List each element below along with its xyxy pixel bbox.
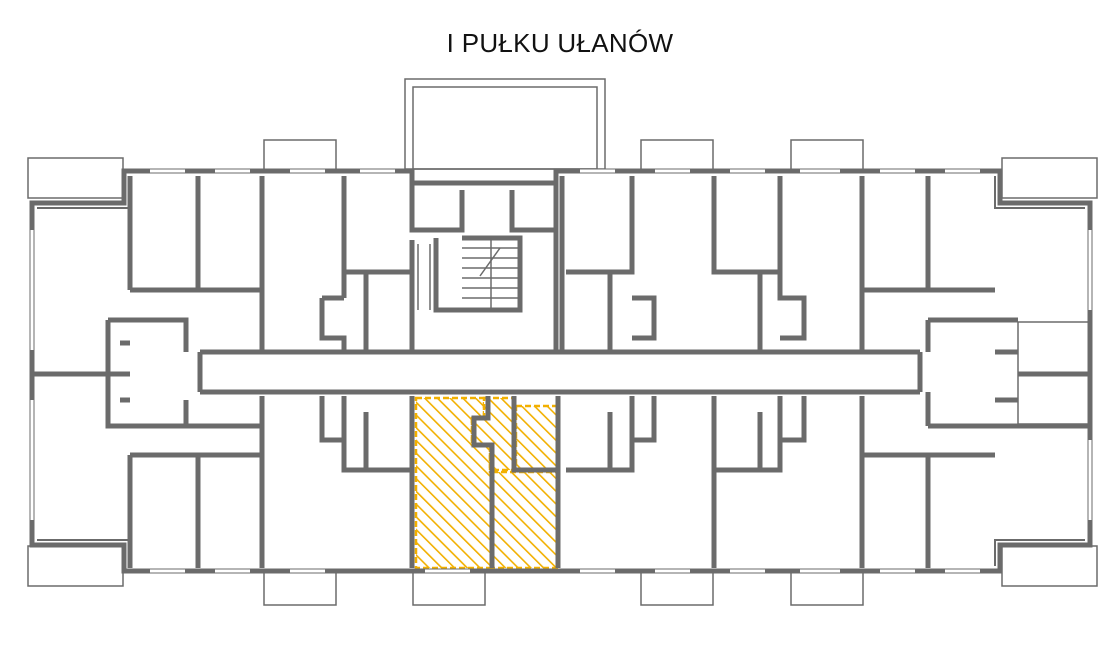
- selected-apartment[interactable]: [414, 396, 560, 570]
- balcony-bottom-1: [263, 569, 337, 606]
- balcony-bottom-2: [412, 569, 486, 606]
- staircase: [417, 238, 520, 310]
- balcony-corner-tl: [27, 157, 124, 199]
- windows: [30, 169, 1092, 573]
- balconies: [27, 78, 1098, 606]
- balcony-top-center: [404, 78, 606, 170]
- balcony-bottom-3: [640, 569, 714, 606]
- walls: [29, 168, 1093, 574]
- balcony-corner-bl: [27, 545, 124, 587]
- street-name-label: I PUŁKU UŁANÓW: [446, 28, 674, 58]
- balcony-top-2: [640, 139, 714, 171]
- balcony-corner-tr: [1001, 157, 1098, 199]
- balcony-top-3: [790, 139, 864, 171]
- balcony-bottom-4: [790, 569, 864, 606]
- balcony-top-1: [263, 139, 337, 171]
- window-frames: [29, 168, 1093, 574]
- balcony-corner-br: [1001, 545, 1098, 587]
